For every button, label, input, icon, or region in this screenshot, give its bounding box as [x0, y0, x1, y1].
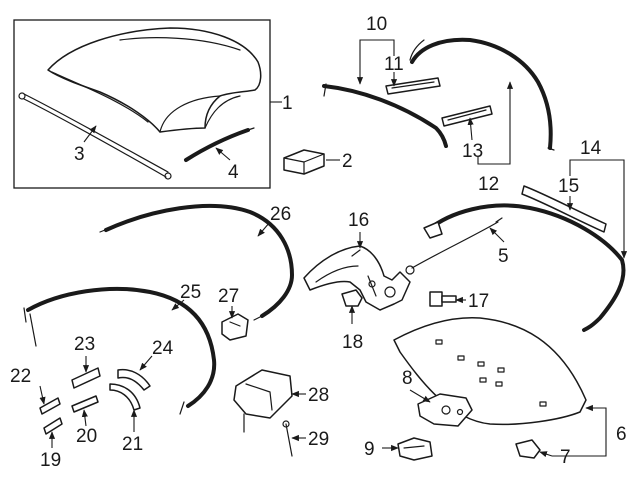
- tray-28[interactable]: [233, 369, 293, 433]
- callout-11: 11: [384, 54, 404, 75]
- callout-13: 13: [462, 141, 483, 162]
- trim-21[interactable]: [109, 383, 141, 411]
- callout-5: 5: [498, 246, 509, 267]
- latch-base-9[interactable]: [397, 437, 433, 461]
- callout-22: 22: [10, 366, 31, 387]
- rear-rail-14[interactable]: [423, 203, 626, 332]
- clip-18[interactable]: [341, 289, 363, 307]
- trim-23[interactable]: [71, 367, 101, 389]
- callout-14: 14: [580, 138, 602, 159]
- hinge-7[interactable]: [515, 439, 541, 459]
- trim-22[interactable]: [39, 397, 61, 415]
- hardtop-weatherstrip-3[interactable]: [18, 92, 172, 180]
- callout-labels: 1 2 3 4 5 6 7 8 9 10 11 12 13 14 15 16 1…: [10, 14, 627, 471]
- callout-7: 7: [560, 447, 571, 468]
- part-2-block[interactable]: [283, 149, 325, 175]
- callout-27: 27: [218, 286, 239, 307]
- callout-9: 9: [364, 439, 375, 460]
- callout-15: 15: [558, 176, 579, 197]
- callout-8: 8: [402, 368, 413, 389]
- leader-lines: [39, 39, 628, 458]
- callout-28: 28: [308, 385, 329, 406]
- hardtop-seal-4[interactable]: [184, 127, 255, 162]
- hardtop-shell[interactable]: [47, 27, 262, 133]
- trim-24[interactable]: [117, 368, 151, 391]
- callout-23: 23: [74, 334, 95, 355]
- trim-19[interactable]: [43, 417, 63, 435]
- callout-25: 25: [180, 282, 201, 303]
- bracket-11[interactable]: [385, 77, 441, 95]
- callout-4: 4: [228, 162, 239, 183]
- bracket-13[interactable]: [441, 105, 493, 127]
- callout-2: 2: [342, 151, 353, 172]
- callout-3: 3: [74, 144, 85, 165]
- top-frame-12[interactable]: [409, 37, 555, 151]
- callout-20: 20: [76, 426, 97, 447]
- callout-29: 29: [308, 429, 329, 450]
- bracket-27[interactable]: [221, 313, 249, 341]
- bolt-17[interactable]: [429, 291, 457, 307]
- front-header-rail-10[interactable]: [322, 83, 448, 148]
- callout-24: 24: [152, 338, 174, 359]
- callout-18: 18: [342, 332, 363, 353]
- callout-17: 17: [468, 291, 489, 312]
- cable-5[interactable]: [405, 217, 503, 275]
- hardtop-inset-frame: [13, 19, 271, 189]
- side-frame-25[interactable]: [23, 286, 217, 415]
- rear-seal-15[interactable]: [521, 185, 607, 233]
- callout-16: 16: [348, 210, 369, 231]
- trim-20[interactable]: [71, 395, 99, 413]
- callout-26: 26: [270, 204, 291, 225]
- callout-1: 1: [282, 93, 293, 114]
- callout-10: 10: [366, 14, 387, 35]
- latch-8[interactable]: [417, 393, 473, 427]
- linkage-assembly-16[interactable]: [303, 245, 411, 311]
- callout-6: 6: [616, 424, 627, 445]
- callout-21: 21: [122, 434, 143, 455]
- rod-29[interactable]: [282, 420, 293, 457]
- callout-12: 12: [478, 174, 499, 195]
- callout-19: 19: [40, 450, 61, 471]
